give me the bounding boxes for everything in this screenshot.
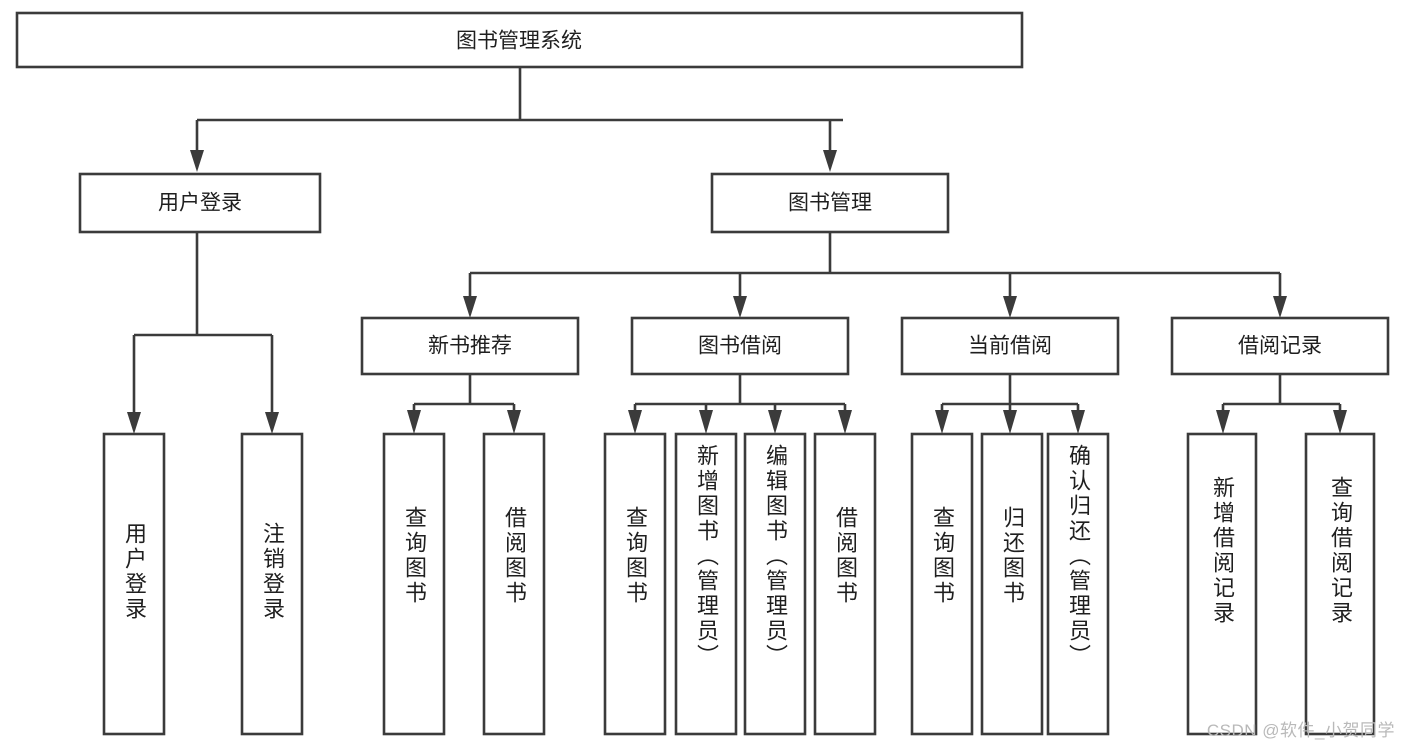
arrow-leaf-query-book-3 xyxy=(935,410,949,434)
leaf-edit-book-admin-box[interactable] xyxy=(743,432,807,736)
arrow-to-borrow-record xyxy=(1273,296,1287,318)
leaf-confirm-return-admin-box[interactable] xyxy=(1046,432,1110,736)
node-user-login-label: 用户登录 xyxy=(158,192,242,215)
node-book-management-box[interactable] xyxy=(710,172,950,234)
arrow-leaf-borrow-book-2 xyxy=(838,410,852,434)
arrow-to-current-borrow xyxy=(1003,296,1017,318)
node-current-borrow-box[interactable] xyxy=(900,316,1120,376)
arrow-leaf-query-borrow-record xyxy=(1333,410,1347,434)
node-borrow-record[interactable]: 借阅记录 xyxy=(1170,316,1390,376)
node-borrow-record-label: 借阅记录 xyxy=(1238,335,1322,358)
leaf-borrow-book-1-box[interactable] xyxy=(482,432,546,736)
connectors-borrow-record-to-leaves xyxy=(1216,374,1347,434)
connectors-book-management-to-level3 xyxy=(463,232,1287,318)
arrow-to-user-login xyxy=(190,150,204,172)
node-user-login[interactable]: 用户登录 xyxy=(78,172,322,234)
node-root[interactable]: 图书管理系统 xyxy=(15,11,1024,69)
arrow-to-book-management xyxy=(823,150,837,172)
arrow-leaf-confirm-return-admin xyxy=(1071,410,1085,434)
connectors-new-book-recommend-to-leaves xyxy=(407,374,521,434)
connectors-root-to-level2 xyxy=(190,67,843,172)
leaf-add-book-admin-box[interactable] xyxy=(674,432,738,736)
connectors-book-borrow-to-leaves xyxy=(628,374,852,434)
leaf-return-book-box[interactable] xyxy=(980,432,1044,736)
arrow-to-book-borrow xyxy=(733,296,747,318)
arrow-leaf-query-book-2 xyxy=(628,410,642,434)
arrow-leaf-add-book-admin xyxy=(699,410,713,434)
node-new-book-recommend-box[interactable] xyxy=(360,316,580,376)
arrow-leaf-add-borrow-record xyxy=(1216,410,1230,434)
connectors-current-borrow-to-leaves xyxy=(935,374,1085,434)
leaf-query-borrow-record-box[interactable] xyxy=(1304,432,1376,736)
node-book-management-label: 图书管理 xyxy=(788,192,872,215)
arrow-leaf-borrow-book-1 xyxy=(507,410,521,434)
leaf-query-book-2-box[interactable] xyxy=(603,432,667,736)
node-root-label: 图书管理系统 xyxy=(456,30,582,53)
arrow-leaf-edit-book-admin xyxy=(768,410,782,434)
leaf-user-login-box[interactable] xyxy=(102,432,166,736)
node-new-book-recommend[interactable]: 新书推荐 xyxy=(360,316,580,376)
node-current-borrow[interactable]: 当前借阅 xyxy=(900,316,1120,376)
node-book-borrow-box[interactable] xyxy=(630,316,850,376)
node-book-borrow-label: 图书借阅 xyxy=(698,335,782,358)
node-book-management[interactable]: 图书管理 xyxy=(710,172,950,234)
leaf-query-book-1-box[interactable] xyxy=(382,432,446,736)
leaf-add-borrow-record-box[interactable] xyxy=(1186,432,1258,736)
node-root-box[interactable] xyxy=(15,11,1024,69)
arrow-leaf-logout-login xyxy=(265,412,279,434)
arrow-leaf-user-login xyxy=(127,412,141,434)
leaf-logout-login-box[interactable] xyxy=(240,432,304,736)
leaf-query-book-3-box[interactable] xyxy=(910,432,974,736)
node-user-login-box[interactable] xyxy=(78,172,322,234)
arrow-leaf-return-book xyxy=(1003,410,1017,434)
leaf-boxes xyxy=(102,432,1376,736)
node-current-borrow-label: 当前借阅 xyxy=(968,335,1052,358)
arrow-leaf-query-book-1 xyxy=(407,410,421,434)
leaf-borrow-book-2-box[interactable] xyxy=(813,432,877,736)
connectors-user-login-to-leaves xyxy=(127,232,279,434)
arrow-to-new-book-recommend xyxy=(463,296,477,318)
node-borrow-record-box[interactable] xyxy=(1170,316,1390,376)
node-new-book-recommend-label: 新书推荐 xyxy=(428,335,512,358)
node-book-borrow[interactable]: 图书借阅 xyxy=(630,316,850,376)
